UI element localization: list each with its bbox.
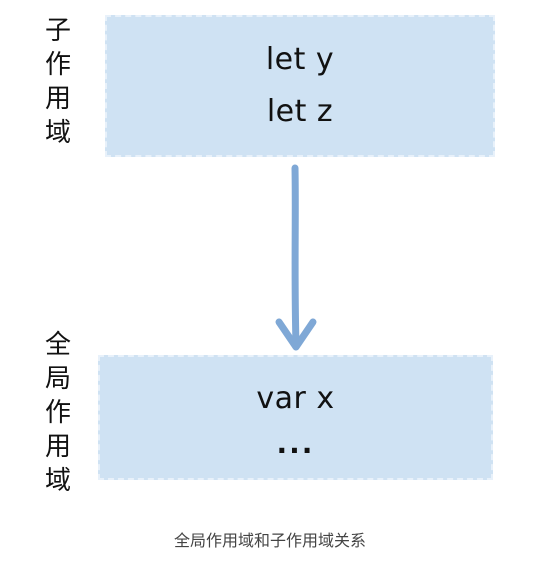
global-scope-ellipsis: ...: [276, 426, 315, 460]
arrow-shaft: [291, 164, 300, 349]
child-scope-label-char: 用: [44, 84, 71, 114]
child-scope-label-char: 作: [44, 50, 71, 80]
global-scope-label-char: 用: [44, 432, 71, 462]
global-scope-line: var x: [256, 380, 335, 416]
arrow-head: [275, 318, 317, 351]
child-scope-line: let y: [265, 42, 335, 77]
global-scope-box: var x ...: [98, 355, 493, 480]
global-scope-label-char: 全: [44, 330, 71, 360]
figure-caption: 全局作用域和子作用域关系: [173, 531, 366, 550]
global-scope-label-char: 作: [44, 398, 71, 428]
child-scope-line: let z: [266, 94, 334, 129]
global-scope-label-char: 局: [44, 364, 71, 394]
child-scope-label: 子 作 用 域: [40, 14, 76, 150]
global-scope-label-char: 域: [44, 466, 71, 496]
child-scope-box: let y let z: [105, 15, 495, 157]
global-scope-label: 全 局 作 用 域: [40, 328, 76, 498]
child-scope-label-char: 子: [44, 16, 71, 46]
child-scope-label-char: 域: [44, 118, 71, 148]
